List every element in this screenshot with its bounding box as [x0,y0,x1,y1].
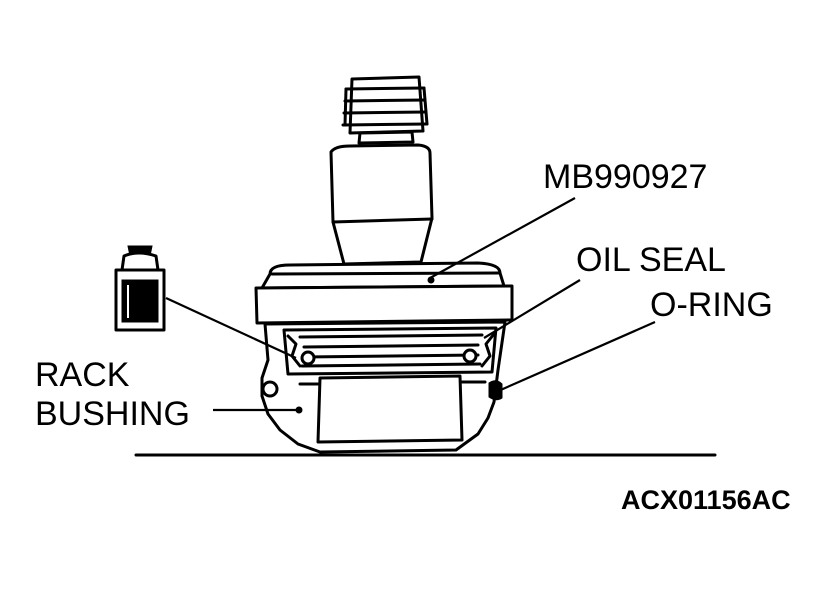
o-ring [488,380,503,401]
leader-tool [429,197,576,279]
leader-grease [165,297,297,359]
tool-disc [260,261,506,290]
special-tool [254,75,514,325]
housing-bore [316,374,464,444]
tool-handle [348,75,425,135]
grease-can-icon [114,245,166,332]
label-bushing: BUSHING [35,395,190,433]
figure-code: ACX01156AC [621,485,791,515]
tool-body [329,143,434,266]
label-oil-seal: OIL SEAL [576,241,726,279]
housing-bolt-left [261,380,279,398]
tool-collar [357,130,415,145]
label-rack: RACK [35,356,130,394]
leader-o-ring [495,320,656,394]
tool-flange [254,284,514,325]
leader-oil-seal [483,279,581,339]
label-o-ring: O-RING [650,286,773,324]
gear-housing [260,320,507,454]
label-tool: MB990927 [543,158,707,196]
oil-seal [282,326,498,376]
